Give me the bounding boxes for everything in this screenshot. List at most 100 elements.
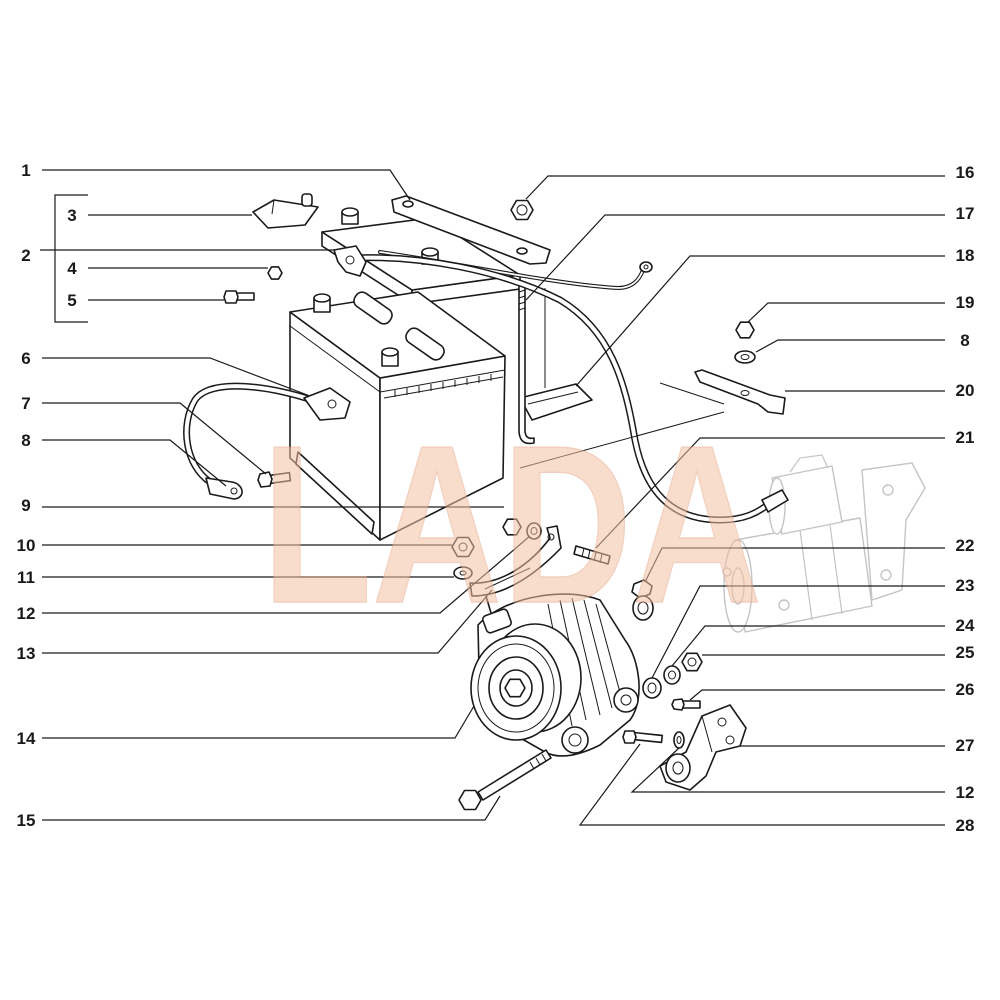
leader-line-8 bbox=[42, 439, 227, 487]
cable-terminal-lug bbox=[761, 489, 789, 513]
leader-line-15 bbox=[42, 795, 501, 821]
leader-line-28 bbox=[578, 743, 945, 826]
nut bbox=[502, 518, 522, 536]
callout-18: 18 bbox=[956, 246, 975, 265]
adjuster-bolt bbox=[622, 730, 664, 744]
terminal-nut bbox=[267, 266, 283, 280]
callout-8-right: 8 bbox=[960, 331, 969, 350]
hook-rod bbox=[518, 284, 535, 445]
leader-line-7 bbox=[42, 402, 267, 475]
alternator-side-lug bbox=[613, 687, 639, 713]
ring-terminal bbox=[205, 477, 243, 500]
leader-line-12 bbox=[42, 535, 531, 614]
terminal-cover bbox=[252, 193, 319, 229]
callout-28: 28 bbox=[956, 816, 975, 835]
leader-line-14 bbox=[42, 705, 475, 739]
callout-15: 15 bbox=[17, 811, 36, 830]
terminal-bolt bbox=[223, 290, 255, 304]
nut bbox=[510, 199, 534, 221]
leader-bracket-2 bbox=[54, 194, 88, 323]
leader-line-24 bbox=[671, 625, 945, 667]
callout-19: 19 bbox=[956, 293, 975, 312]
negative-terminal-clamp bbox=[303, 387, 351, 421]
callout-8: 8 bbox=[21, 431, 30, 450]
positive-cable bbox=[333, 245, 789, 524]
leader-line-12-right bbox=[630, 747, 945, 793]
leader-line-17 bbox=[525, 214, 945, 301]
alternator-bottom-lug bbox=[561, 726, 589, 754]
leader-line-1 bbox=[42, 169, 411, 201]
alternator-pivot-bolt bbox=[458, 749, 552, 811]
leader-line-18 bbox=[575, 255, 945, 387]
callout-27: 27 bbox=[956, 736, 975, 755]
callout-21: 21 bbox=[956, 428, 975, 447]
callout-16: 16 bbox=[956, 163, 975, 182]
callout-12: 12 bbox=[17, 604, 36, 623]
callout-5: 5 bbox=[67, 291, 76, 310]
callout-13: 13 bbox=[17, 644, 36, 663]
spring-washer bbox=[663, 665, 681, 685]
callout-24: 24 bbox=[956, 616, 975, 635]
alternator bbox=[470, 593, 640, 757]
stud bbox=[573, 545, 611, 565]
battery bbox=[289, 291, 506, 541]
leader-line-19 bbox=[747, 302, 945, 323]
assembly-axis-line bbox=[659, 382, 725, 405]
battery-cell-cap bbox=[353, 291, 393, 325]
callouts-left: 1 2 3 4 5 6 7 8 9 10 11 12 13 14 15 bbox=[17, 161, 78, 830]
callout-6: 6 bbox=[21, 349, 30, 368]
callout-11: 11 bbox=[17, 568, 35, 587]
callouts-right: 16 17 18 19 8 20 21 22 23 24 25 26 27 12… bbox=[956, 163, 975, 835]
callout-20: 20 bbox=[956, 381, 975, 400]
bracket-bolt bbox=[671, 698, 701, 711]
callout-9: 9 bbox=[21, 496, 30, 515]
callout-22: 22 bbox=[956, 536, 975, 555]
spring-washer bbox=[526, 522, 542, 540]
leader-line-26 bbox=[689, 689, 945, 701]
hold-down-clamp-bar bbox=[391, 195, 551, 265]
battery-vent-strip bbox=[394, 374, 492, 397]
leader-line-8-right bbox=[755, 339, 945, 353]
leader-line-21 bbox=[595, 437, 945, 549]
battery-foot-strip bbox=[295, 451, 375, 535]
alternator-bracket bbox=[659, 704, 747, 791]
leader-lines bbox=[40, 169, 945, 826]
callout-17: 17 bbox=[956, 204, 975, 223]
washer bbox=[734, 350, 756, 364]
adjusting-strap bbox=[469, 525, 562, 597]
callout-25: 25 bbox=[956, 643, 975, 662]
callout-3: 3 bbox=[67, 206, 76, 225]
callout-7: 7 bbox=[21, 394, 30, 413]
negative-cable bbox=[183, 382, 351, 500]
nut bbox=[735, 321, 755, 339]
callout-26: 26 bbox=[956, 680, 975, 699]
assembly-axis-line bbox=[519, 411, 725, 469]
starter-motor bbox=[722, 454, 926, 633]
leader-line-23 bbox=[651, 585, 945, 679]
callout-4: 4 bbox=[67, 259, 77, 278]
callout-14: 14 bbox=[17, 729, 36, 748]
callout-1: 1 bbox=[21, 161, 30, 180]
callout-2: 2 bbox=[21, 246, 30, 265]
battery-cell-cap bbox=[405, 327, 445, 361]
callout-23: 23 bbox=[956, 576, 975, 595]
nut bbox=[451, 536, 475, 558]
nut bbox=[681, 652, 703, 672]
leader-line-6 bbox=[42, 357, 311, 397]
washer bbox=[642, 677, 662, 699]
alternator-top-lug bbox=[482, 608, 512, 634]
alternator-pulley bbox=[470, 635, 562, 741]
mounting-bracket-strip bbox=[694, 369, 786, 415]
leader-line-13 bbox=[42, 589, 493, 654]
spring-washer bbox=[673, 731, 685, 749]
callout-12-right: 12 bbox=[956, 783, 975, 802]
leader-line-22 bbox=[644, 547, 945, 583]
leader-line-16 bbox=[525, 175, 945, 200]
callout-10: 10 bbox=[17, 536, 36, 555]
pulley-nut bbox=[504, 678, 526, 698]
bushing bbox=[631, 579, 654, 621]
alternator-stud bbox=[485, 595, 492, 614]
earth-bolt bbox=[257, 471, 292, 488]
battery-terminal-clamp bbox=[333, 245, 367, 277]
